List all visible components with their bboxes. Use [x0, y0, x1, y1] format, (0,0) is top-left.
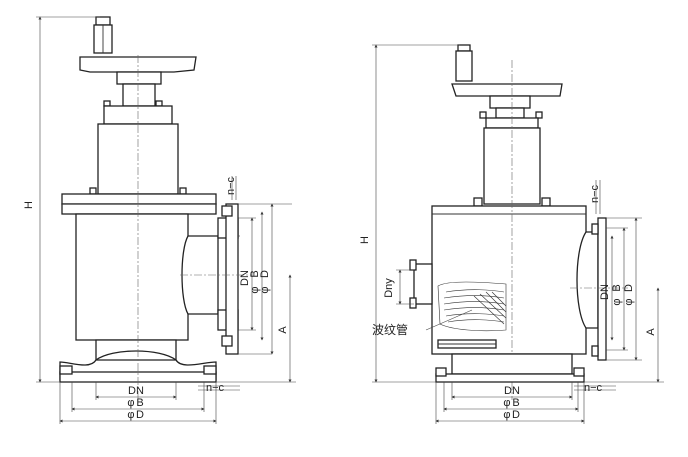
left-side-a-label: A: [277, 326, 289, 334]
left-side-b-label: B: [249, 270, 261, 277]
left-dimensions: H DN φ B φ D A n−c DN: [23, 16, 296, 424]
right-dimensions: H Dny 波纹管 DN φ B φ D A n−c: [359, 44, 664, 424]
right-bottom-b-label: B: [512, 397, 519, 409]
left-side-b-phi: φ: [249, 286, 261, 293]
right-side-d-phi: φ: [623, 298, 635, 305]
bellows-label: 波纹管: [372, 322, 408, 337]
left-bottom-dn-label: DN: [128, 385, 144, 397]
right-handwheel: [451, 44, 563, 119]
left-height-label: H: [23, 201, 35, 209]
right-bottom-d-phi: φ: [503, 409, 510, 421]
left-view: H DN φ B φ D A n−c DN: [23, 16, 296, 424]
right-side-a-label: A: [645, 328, 657, 336]
right-bottom-dn-label: DN: [504, 385, 520, 397]
left-flange-bolt-label: n−c: [225, 176, 237, 195]
right-view: H Dny 波纹管 DN φ B φ D A n−c: [359, 44, 664, 424]
right-dny-label: Dny: [383, 278, 395, 298]
left-side-dn-label: DN: [239, 270, 251, 286]
left-bottom-d-label: D: [136, 409, 144, 421]
left-body-flange: [61, 193, 217, 215]
left-valve-body: [59, 55, 252, 400]
left-side-d-label: D: [259, 270, 271, 278]
right-height-label: H: [359, 236, 371, 244]
right-bottom-d-label: D: [512, 409, 520, 421]
right-flange-bolt-label: n−c: [589, 184, 601, 203]
left-side-d-phi: φ: [259, 286, 271, 293]
right-valve-body: [409, 60, 628, 400]
right-side-b-label: B: [611, 284, 623, 291]
right-side-d-label: D: [623, 284, 635, 292]
left-bottom-d-phi: φ: [127, 409, 134, 421]
left-handwheel: [79, 16, 197, 107]
left-bottom-bolt-label: n−c: [206, 382, 225, 394]
right-side-dn-label: DN: [599, 284, 611, 300]
left-bottom-b-label: B: [136, 397, 143, 409]
bellows: [437, 281, 507, 349]
right-side-b-phi: φ: [611, 298, 623, 305]
right-bottom-bolt-label: n−c: [584, 382, 603, 394]
right-bottom-b-phi: φ: [503, 397, 510, 409]
left-bottom-b-phi: φ: [127, 397, 134, 409]
